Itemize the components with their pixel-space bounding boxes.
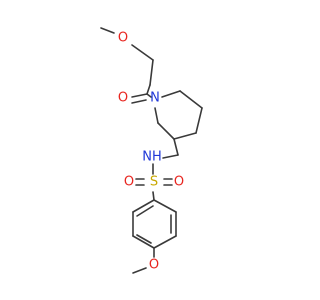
bond-n-ring-top [161,90,181,98]
bond-methyl-o-top [100,27,115,34]
atom-o-sulfonyl-left: O [124,175,134,190]
bond-aryl-1-2 [153,199,177,213]
bond-ring-top-right [179,90,203,109]
bond-ch2-carbonyl-c [146,84,151,95]
bond-carbonyl-n [146,93,152,98]
atom-n-piperidine: N [150,91,160,106]
atom-o-methoxy-top: O [118,31,128,46]
bond-aryl-6-1 [132,199,155,213]
bond-carbonyl-double-1 [131,93,148,98]
bond-ring-left-n [154,107,159,124]
bond-o-top-ch2 [131,44,154,61]
atom-nh-sulfonamide: NH [142,150,162,165]
bond-aryl-4-5 [132,235,155,249]
bond-carbonyl-double-2 [131,99,147,104]
atom-labels: O O N NH S O O O [118,31,184,273]
atom-o-carbonyl: O [118,91,128,106]
bond-c3-ring-left [157,122,175,140]
bond-c3-ch2 [173,138,179,156]
bond-ring-right-bottomright [195,107,203,134]
molecule-structure: O O N NH S O O O [100,27,203,274]
bond-ring-bottomright-c3 [173,132,197,140]
bond-s-aryl [152,191,155,201]
atom-s-sulfonyl: S [150,175,158,190]
bond-aryl-inner-a [136,205,154,217]
bond-ch2-nh [162,154,179,159]
bonds [100,27,203,274]
bond-aryl-3-4 [153,235,177,249]
bond-ch2-ch2 [149,59,154,86]
bond-aryl-inner-c [136,234,152,244]
atom-o-sulfonyl-right: O [174,175,184,190]
bond-o-bottom-methyl [132,267,147,274]
atom-o-methoxy-bottom: O [149,258,159,273]
